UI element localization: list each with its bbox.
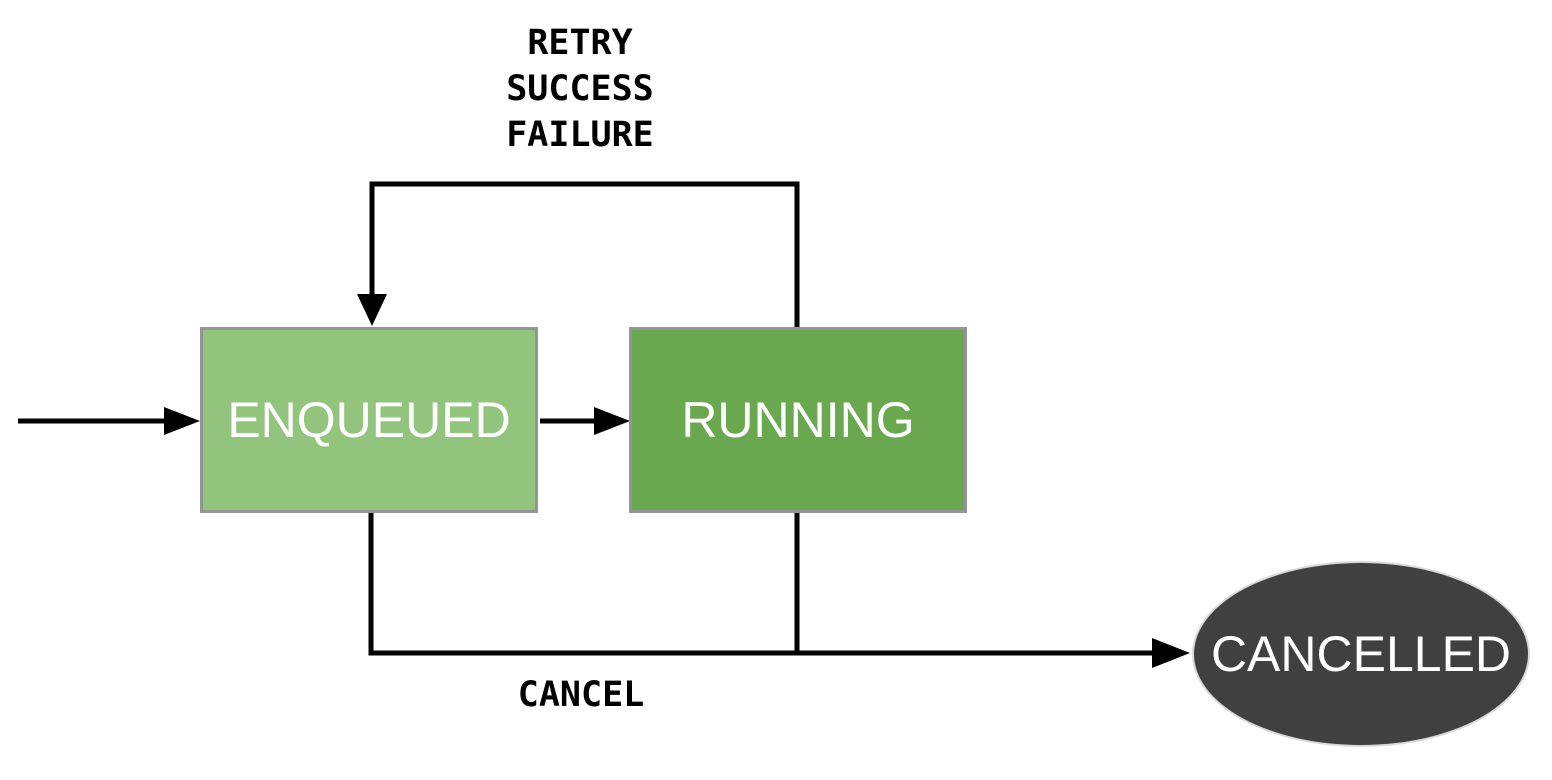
node-cancelled: CANCELLED	[1192, 561, 1530, 747]
edge-label-line: CANCEL	[517, 675, 645, 715]
edge-label-cancel: CANCEL	[431, 672, 731, 718]
edge-label-line: RETRY	[527, 23, 633, 63]
edge-label-line: SUCCESS	[506, 69, 654, 109]
node-label: RUNNING	[681, 392, 915, 448]
edge-start-to-enqueued	[18, 407, 200, 435]
arrowhead-down-icon	[357, 294, 387, 326]
edge-label-line: FAILURE	[506, 115, 654, 155]
edge-running-to-enqueued-loop	[357, 181, 800, 329]
arrowhead-right-icon	[164, 407, 200, 435]
edge-enqueued-to-running	[540, 407, 630, 435]
edge-to-cancelled	[368, 511, 1190, 668]
node-label: ENQUEUED	[227, 392, 511, 448]
node-enqueued: ENQUEUED	[200, 327, 538, 513]
arrowhead-right-icon	[594, 407, 630, 435]
node-label: CANCELLED	[1210, 626, 1512, 682]
edge-label-retry-loop: RETRY SUCCESS FAILURE	[400, 20, 760, 158]
arrowhead-right-icon	[1152, 638, 1190, 668]
node-running: RUNNING	[629, 327, 967, 513]
